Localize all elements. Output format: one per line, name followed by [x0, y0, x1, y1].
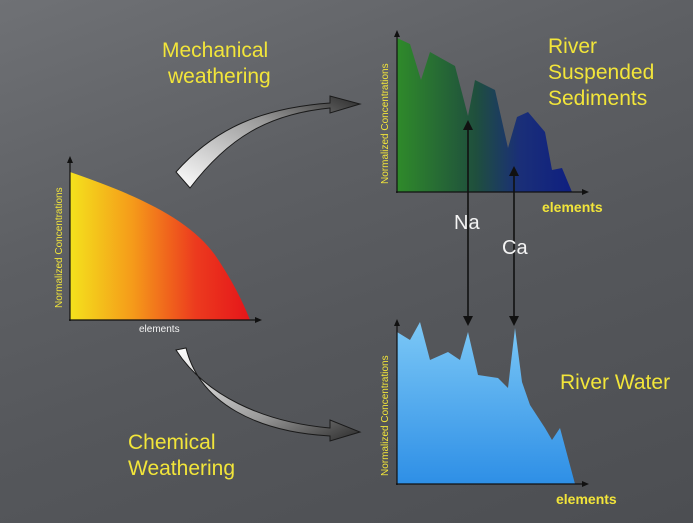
- na-connector-arrow: [463, 120, 473, 326]
- source-concentration-area: [70, 172, 250, 320]
- source-y-label: Normalized Concentrations: [54, 187, 65, 308]
- ca-connector-arrow: [509, 166, 519, 326]
- source-x-axis-arrow: [255, 317, 262, 323]
- river-sed-line-1: River: [548, 35, 598, 58]
- mechanical-weathering-label: Mechanical weathering: [162, 38, 271, 90]
- chemical-line-1: Chemical: [128, 431, 216, 454]
- chemical-line-2: Weathering: [128, 457, 236, 480]
- sediments-y-axis-arrow: [394, 30, 400, 37]
- sediments-concentration-area: [397, 38, 572, 192]
- sediments-chart: [394, 30, 589, 195]
- ca-label: Ca: [502, 237, 528, 259]
- water-x-label: elements: [556, 491, 617, 507]
- water-chart: [394, 319, 589, 487]
- chemical-weathering-arrow: [175, 347, 362, 442]
- sediments-x-axis-arrow: [582, 189, 589, 195]
- source-chart: [67, 156, 262, 323]
- river-sed-line-2: Suspended: [548, 61, 655, 84]
- water-y-axis-arrow: [394, 319, 400, 326]
- river-sed-line-3: Sediments: [548, 87, 648, 110]
- source-y-axis-arrow: [67, 156, 73, 163]
- chemical-weathering-label: Chemical Weathering: [128, 430, 235, 482]
- water-x-axis-arrow: [582, 481, 589, 487]
- sediments-y-label: Normalized Concentrations: [380, 63, 391, 184]
- water-concentration-area: [397, 322, 575, 484]
- river-water-label: River Water: [560, 371, 671, 394]
- na-label: Na: [454, 212, 480, 234]
- mechanical-line-1: Mechanical: [162, 39, 269, 62]
- sediments-x-label: elements: [542, 199, 603, 215]
- mechanical-line-2: weathering: [168, 65, 271, 88]
- river-sediments-label: River Suspended Sediments: [548, 34, 654, 112]
- mechanical-weathering-arrow: [175, 95, 362, 189]
- water-y-label: Normalized Concentrations: [380, 355, 391, 476]
- source-x-label: elements: [139, 324, 180, 335]
